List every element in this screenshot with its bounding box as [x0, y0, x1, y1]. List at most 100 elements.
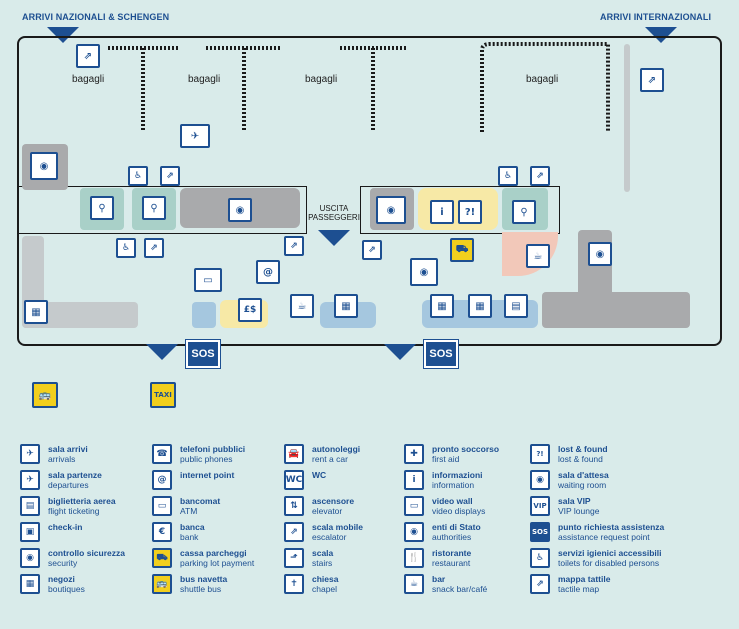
exit-arrow-bottom-left	[146, 344, 178, 360]
restaurant-icon: 🍴	[404, 548, 424, 568]
legend-subtitle: restaurant	[432, 558, 471, 568]
legend-subtitle: elevator	[312, 506, 343, 516]
accessible-toilet-icon: ♿	[498, 166, 518, 186]
authorities-icon: ◉	[228, 198, 252, 222]
authorities-icon: ◉	[588, 242, 612, 266]
check-in-icon: ▣	[20, 522, 40, 542]
legend-title: telefoni pubblici	[180, 444, 246, 454]
entrance-international-arrow	[645, 27, 677, 43]
carousel-4	[480, 42, 610, 132]
ticket-icon: ▤	[20, 496, 40, 516]
bank-icon: £$	[238, 298, 262, 322]
escalator-icon: ⇗	[284, 522, 304, 542]
entrance-national-label: ARRIVI NAZIONALI & SCHENGEN	[22, 12, 170, 22]
video-wall-icon: ▭	[404, 496, 424, 516]
authorities-icon: ◉	[30, 152, 58, 180]
inner-wall-right	[360, 186, 560, 234]
legend-title: sala arrivi	[48, 444, 88, 454]
legend-title: sala partenze	[48, 470, 102, 480]
boutique-icon: ▦	[24, 300, 48, 324]
legend-subtitle: VIP lounge	[558, 506, 600, 516]
wc-icon: WC	[284, 470, 304, 490]
tactile-map-icon: ⇗	[284, 236, 304, 256]
legend-title: scala	[312, 548, 334, 558]
legend-subtitle: assistance request point	[558, 532, 650, 542]
legend-subtitle: waiting room	[558, 480, 607, 490]
baggage-label-3: bagagli	[305, 74, 338, 85]
wc-icon: ⚲	[90, 196, 114, 220]
legend-subtitle: flight ticketing	[48, 506, 100, 516]
legend-subtitle: first aid	[432, 454, 460, 464]
departures-icon: ✈	[20, 470, 40, 490]
carousel-2	[206, 46, 282, 132]
exit-arrow	[318, 230, 350, 246]
terminal-outline	[17, 36, 722, 346]
atm-icon: ▭	[194, 268, 222, 292]
zone-blue-1	[192, 302, 216, 328]
inner-wall-left	[17, 186, 307, 234]
accessible-toilet-icon: ♿	[116, 238, 136, 258]
security-icon: ◉	[20, 548, 40, 568]
legend-subtitle: departures	[48, 480, 89, 490]
exit-label: USCITA PASSEGGERI	[306, 204, 362, 222]
wc-icon: ⚲	[512, 200, 536, 224]
legend-title: informazioni	[432, 470, 483, 480]
tactile-map-icon: ⇗	[144, 238, 164, 258]
departures-icon: ✈	[180, 124, 210, 148]
authorities-icon: ◉	[410, 258, 438, 286]
legend-title: enti di Stato	[432, 522, 481, 532]
legend-subtitle: parking lot payment	[180, 558, 255, 568]
legend-subtitle: ATM	[180, 506, 198, 516]
legend-title: pronto soccorso	[432, 444, 500, 454]
zone-grey-right-strip	[624, 44, 630, 192]
phone-icon: ☎	[152, 444, 172, 464]
legend-subtitle: information	[432, 480, 475, 490]
shuttle-icon: 🚌	[152, 574, 172, 594]
baggage-label-1: bagagli	[72, 74, 105, 85]
legend-subtitle: security	[48, 558, 78, 568]
internet-icon: @	[152, 470, 172, 490]
tactile-map-icon: ⇗	[362, 240, 382, 260]
vip-icon: VIP	[530, 496, 550, 516]
internet-icon: @	[256, 260, 280, 284]
legend-title: punto richiesta assistenza	[558, 522, 665, 532]
boutique-icon: ▦	[334, 294, 358, 318]
legend-subtitle: arrivals	[48, 454, 76, 464]
legend-subtitle: snack bar/café	[432, 584, 488, 594]
legend-title: ristorante	[432, 548, 472, 558]
bar-icon: ☕	[526, 244, 550, 268]
legend-title: banca	[180, 522, 205, 532]
bank-icon: €	[152, 522, 172, 542]
entrance-national-arrow	[47, 27, 79, 43]
accessible-toilet-icon: ♿	[128, 166, 148, 186]
legend-title: biglietteria aerea	[48, 496, 116, 506]
baggage-label-4: bagagli	[526, 74, 559, 85]
taxi-icon: TAXI	[150, 382, 176, 408]
baggage-carousels	[108, 42, 610, 132]
legend-title: mappa tattile	[558, 574, 611, 584]
lost-found-icon: ?!	[530, 444, 550, 464]
tactile-map-icon: ⇗	[530, 574, 550, 594]
legend-subtitle: stairs	[312, 558, 333, 568]
entrance-international-label: ARRIVI INTERNAZIONALI	[600, 12, 712, 22]
exit-label-line2: PASSEGGERI	[308, 213, 360, 222]
authorities-icon: ◉	[404, 522, 424, 542]
legend-title: chiesa	[312, 574, 339, 584]
parking-icon: ⛟	[152, 548, 172, 568]
